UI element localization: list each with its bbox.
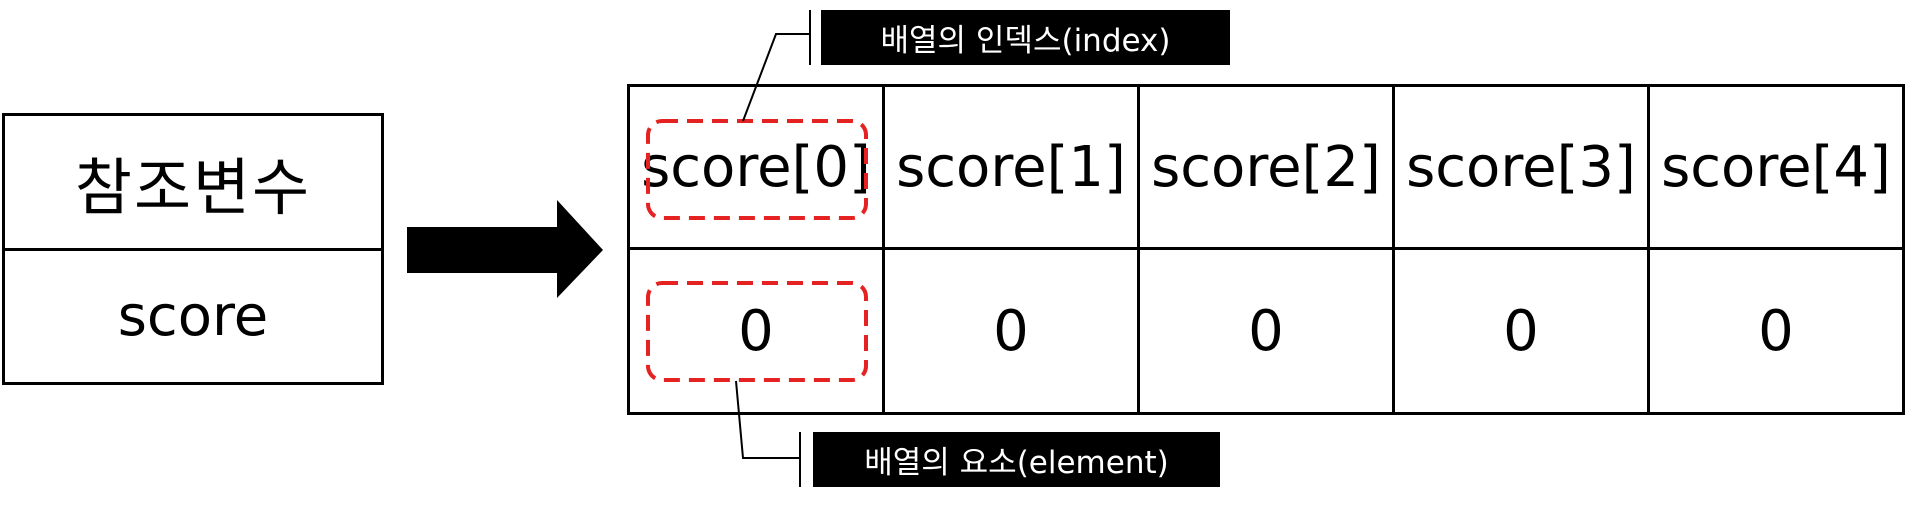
array-index-cell: score[1] [882, 84, 1140, 250]
index-callout-label: 배열의 인덱스(index) [821, 10, 1230, 65]
index-leader-line [742, 33, 810, 122]
array-index-row: score[0] score[1] score[2] score[3] scor… [627, 84, 1905, 250]
array-index-cell: score[3] [1392, 84, 1650, 250]
right-arrow-icon [407, 200, 603, 298]
array-value-cell: 0 [882, 247, 1140, 415]
array-value-cell: 0 [627, 247, 885, 415]
array-index-cell: score[4] [1647, 84, 1905, 250]
reference-variable-name: score [117, 284, 269, 349]
array-value-cell: 0 [1392, 247, 1650, 415]
array-index-cell: score[0] [627, 84, 885, 250]
reference-variable-header: 참조변수 [5, 116, 381, 251]
element-leader-line [735, 380, 800, 459]
element-callout-label: 배열의 요소(element) [813, 432, 1220, 487]
array-value-cell: 0 [1647, 247, 1905, 415]
array-value-cell: 0 [1137, 247, 1395, 415]
element-highlight-box [646, 281, 868, 382]
reference-variable-box: 참조변수 score [2, 113, 384, 385]
array-value-row: 0 0 0 0 0 [627, 247, 1905, 415]
index-highlight-box [646, 119, 868, 220]
array-table: score[0] score[1] score[2] score[3] scor… [627, 84, 1905, 415]
array-index-cell: score[2] [1137, 84, 1395, 250]
